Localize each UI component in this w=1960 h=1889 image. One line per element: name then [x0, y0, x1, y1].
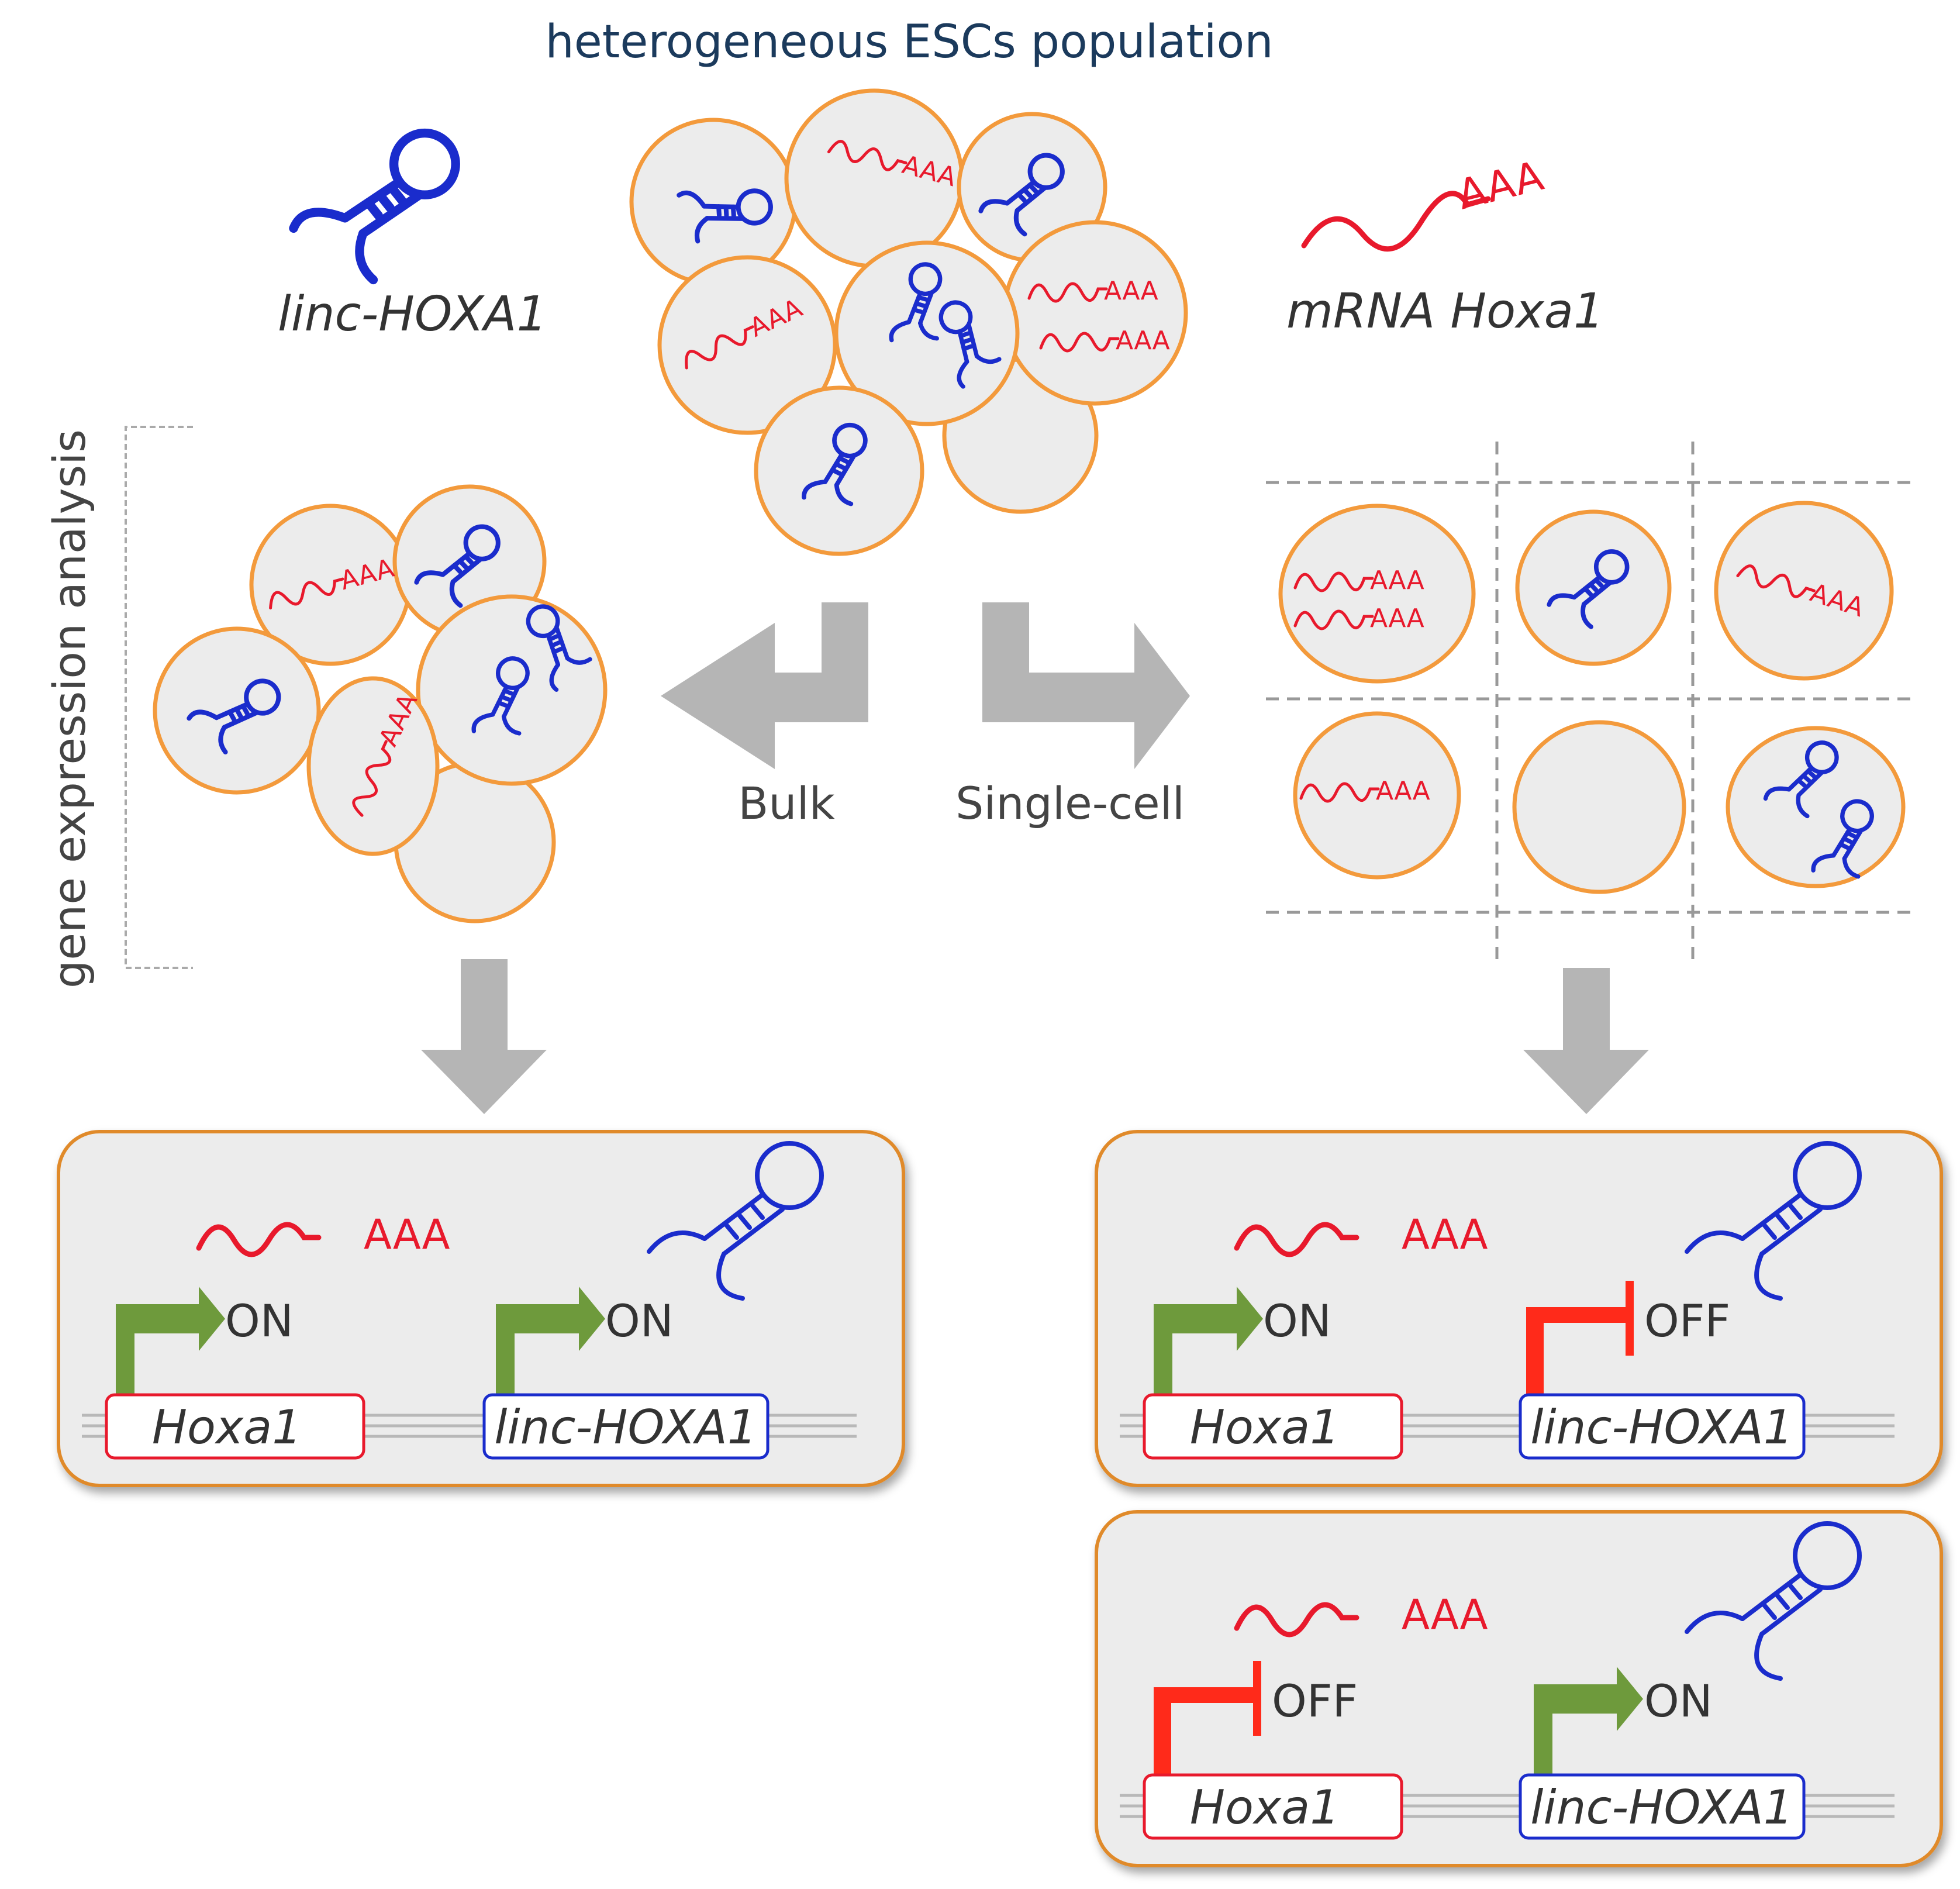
poly-a-tail: AAA — [1370, 566, 1424, 595]
poly-a-tail: AAA — [1116, 326, 1170, 356]
hoxa1-gene-label: Hoxa1 — [152, 1400, 302, 1454]
hoxa1-gene-box — [1143, 1393, 1403, 1460]
hoxa1-gene-label: Hoxa1 — [1190, 1400, 1340, 1454]
single-cell-arrow — [982, 602, 1190, 769]
figure-title: heterogeneous ESCs population — [545, 16, 1273, 68]
cell — [1002, 220, 1188, 406]
legend-poly-a: AAA — [1452, 151, 1548, 219]
lincrna-legend-label: linc-HOXA1 — [278, 287, 547, 342]
off-block-bar — [1626, 1281, 1634, 1356]
lincrna-legend-icon — [294, 133, 456, 280]
poly-a-tail: AAA — [364, 1211, 450, 1259]
poly-a-tail: AAA — [1376, 776, 1430, 806]
bulk-label: Bulk — [738, 777, 834, 829]
off-block-icon — [1154, 1687, 1253, 1775]
poly-a-tail: AAA — [1370, 604, 1424, 633]
hoxa1-gene-box — [1143, 1773, 1403, 1840]
lincrna-gene-label: linc-HOXA1 — [1530, 1780, 1793, 1835]
hoxa1-state: ON — [1263, 1295, 1331, 1347]
mrna-legend-icon: AAA — [1301, 151, 1548, 252]
single-cell-down-arrow — [1523, 968, 1649, 1114]
esc-population-cluster: AAA AAA AAA AAA — [629, 88, 1188, 556]
bulk-arrow — [661, 602, 868, 769]
bulk-down-arrow — [421, 959, 547, 1114]
poly-a-tail: AAA — [1104, 276, 1158, 306]
lincrna-state: ON — [605, 1295, 674, 1347]
single-cell-grid: AAA AAA AAA AAA — [1266, 442, 1915, 959]
bulk-result-panel: AAA ON Hoxa1 ON linc-HOXA1 — [57, 1130, 905, 1487]
lincrna-gene-label: linc-HOXA1 — [1530, 1400, 1793, 1454]
analysis-bracket — [125, 426, 193, 969]
gene-expression-label: gene expression analysis — [43, 429, 95, 988]
hoxa1-gene-box — [105, 1393, 365, 1460]
on-arrow-icon — [1534, 1667, 1643, 1775]
cell — [1293, 711, 1461, 880]
cell — [1726, 726, 1906, 888]
hoxa1-gene-label: Hoxa1 — [1190, 1780, 1340, 1835]
hoxa1-state: OFF — [1272, 1675, 1358, 1727]
on-arrow-icon — [1154, 1287, 1263, 1395]
cell — [1278, 504, 1476, 684]
cell — [416, 594, 608, 786]
poly-a-tail: AAA — [1402, 1211, 1488, 1259]
on-arrow-icon — [116, 1287, 225, 1395]
cell — [1512, 720, 1686, 894]
lincrna-state: OFF — [1644, 1295, 1730, 1347]
single-cell-result-panel-1: AAA ON Hoxa1 OFF linc-HOXA1 — [1095, 1130, 1943, 1487]
bulk-cell-cluster: AAA AAA — [153, 484, 608, 923]
lincrna-gene-box — [482, 1393, 769, 1460]
hoxa1-state: ON — [225, 1295, 294, 1347]
lincrna-gene-box — [1519, 1773, 1806, 1840]
lincrna-gene-box — [1519, 1393, 1806, 1460]
lincrna-state: ON — [1644, 1675, 1713, 1727]
off-block-icon — [1526, 1307, 1626, 1395]
on-arrow-icon — [496, 1287, 605, 1395]
single-cell-label: Single-cell — [955, 777, 1185, 829]
lincrna-gene-label: linc-HOXA1 — [494, 1400, 757, 1454]
mrna-legend-label: mRNA Hoxa1 — [1286, 284, 1604, 339]
poly-a-tail: AAA — [1402, 1591, 1488, 1639]
single-cell-result-panel-2: AAA OFF Hoxa1 ON linc-HOXA1 — [1095, 1510, 1943, 1867]
off-block-bar — [1253, 1661, 1261, 1736]
